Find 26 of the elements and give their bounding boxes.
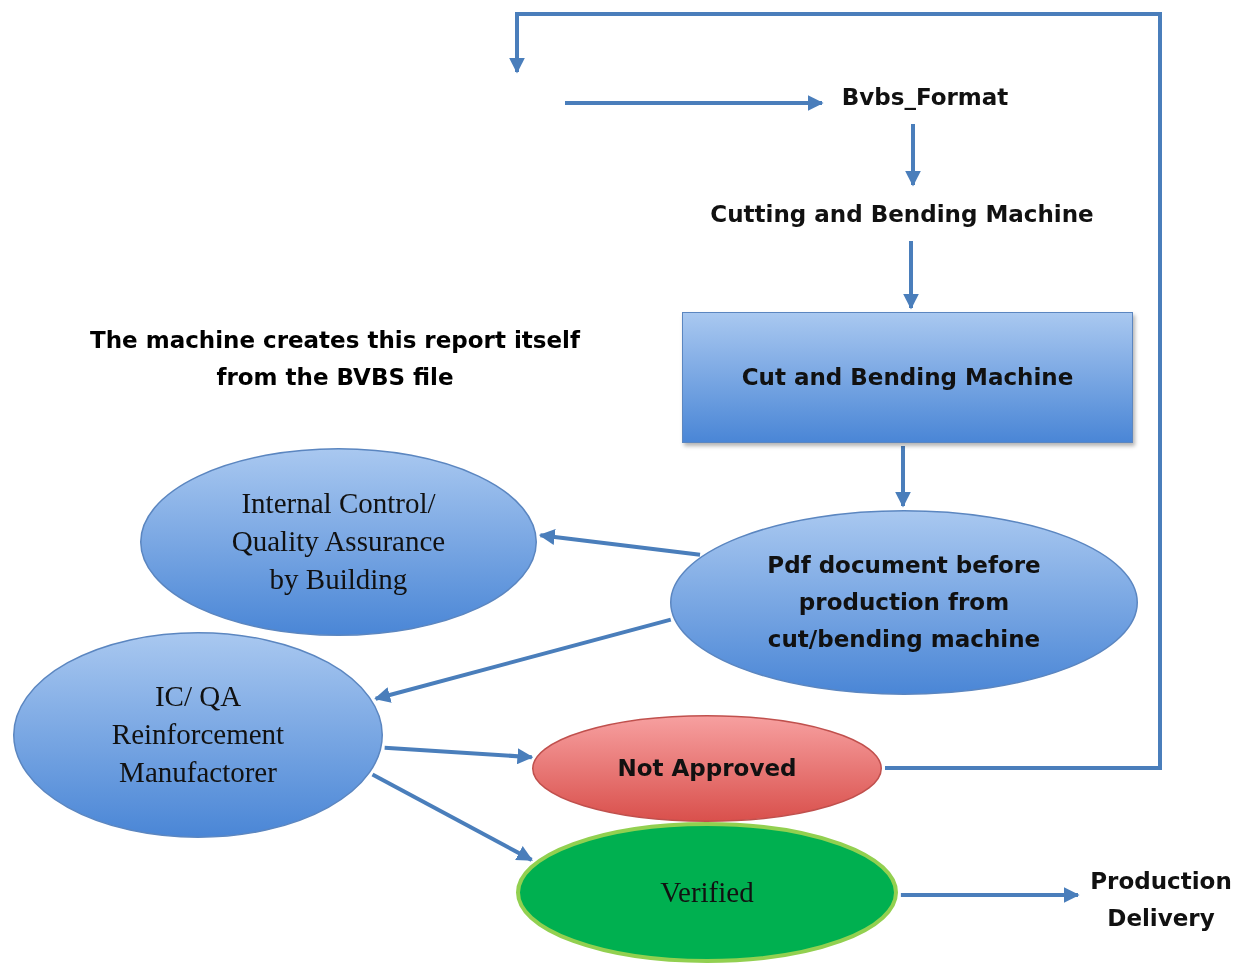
- arrow: [903, 241, 919, 310]
- node-text: Pdf document before production from cut/bending machine: [766, 551, 1042, 654]
- rejected-ellipse: [532, 715, 882, 822]
- node-text: Cut and Bending Machine: [741, 363, 1074, 393]
- arrow: [900, 887, 1080, 903]
- document-ellipse: [670, 510, 1138, 695]
- control-ellipse: [13, 632, 383, 838]
- arrow: [509, 12, 1162, 770]
- arrow: [371, 772, 533, 862]
- arrow: [905, 124, 921, 187]
- control-ellipse: [140, 448, 537, 636]
- arrow: [895, 446, 911, 508]
- arrow: [538, 529, 701, 557]
- note-text: The machine creates this report itself from the BVBS file: [89, 326, 582, 392]
- arrow: [565, 95, 824, 111]
- approved-ellipse: [516, 822, 898, 963]
- node-text: Internal Control/ Quality Assurance by Building: [230, 486, 447, 597]
- arrow: [384, 745, 534, 765]
- node-text: Bvbs_Format: [841, 82, 1009, 112]
- process-box: [682, 312, 1133, 443]
- arrow: [374, 617, 672, 703]
- node-text: Verified: [660, 874, 754, 910]
- node-text: IC/ QA Reinforcement Manufactorer: [110, 679, 286, 790]
- node-text: Cutting and Bending Machine: [710, 199, 1094, 229]
- node-text: Production Delivery: [1089, 867, 1233, 933]
- node-text: Not Approved: [617, 754, 797, 784]
